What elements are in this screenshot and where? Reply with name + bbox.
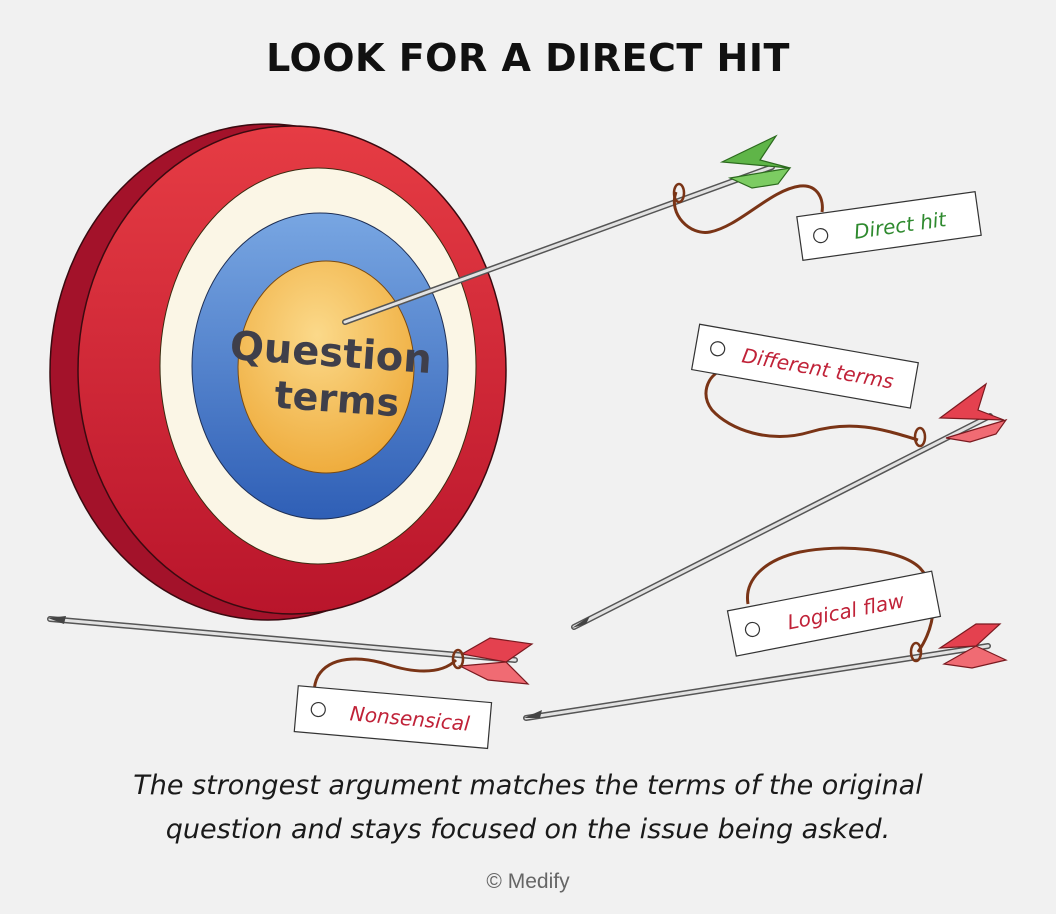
page-title: LOOK FOR A DIRECT HIT xyxy=(266,36,790,80)
arrow-different-terms xyxy=(571,370,1008,630)
caption-line-2: question and stays focused on the issue … xyxy=(165,814,891,845)
string-different-terms xyxy=(704,370,919,442)
fletching-red-upper-4 xyxy=(937,623,1002,649)
fletching-green-upper xyxy=(719,134,791,169)
target-label-line2: terms xyxy=(273,373,401,426)
tag-different-terms: Different terms xyxy=(690,323,919,409)
fletching-red-upper-2 xyxy=(938,382,1005,421)
fletching-green-lower xyxy=(727,167,792,189)
string-direct-hit xyxy=(672,184,824,234)
tag-nonsensical: Nonsensical xyxy=(293,685,493,750)
tag-direct-hit: Direct hit xyxy=(796,191,982,261)
tag-logical-flaw: Logical flaw xyxy=(726,570,942,657)
fletching-red-lower-4 xyxy=(942,645,1008,669)
fletching-red-lower-3 xyxy=(457,661,530,685)
copyright-notice: © Medify xyxy=(486,870,570,893)
arrow-direct-hit xyxy=(342,134,824,325)
arrow-nonsensical xyxy=(47,616,534,707)
fletching-red-upper-3 xyxy=(460,637,534,663)
fletching-red-lower-2 xyxy=(945,418,1008,443)
target-board: Question terms xyxy=(49,123,507,621)
caption-line-1: The strongest argument matches the terms… xyxy=(133,770,923,801)
arrow-logical-flaw xyxy=(523,546,1008,721)
